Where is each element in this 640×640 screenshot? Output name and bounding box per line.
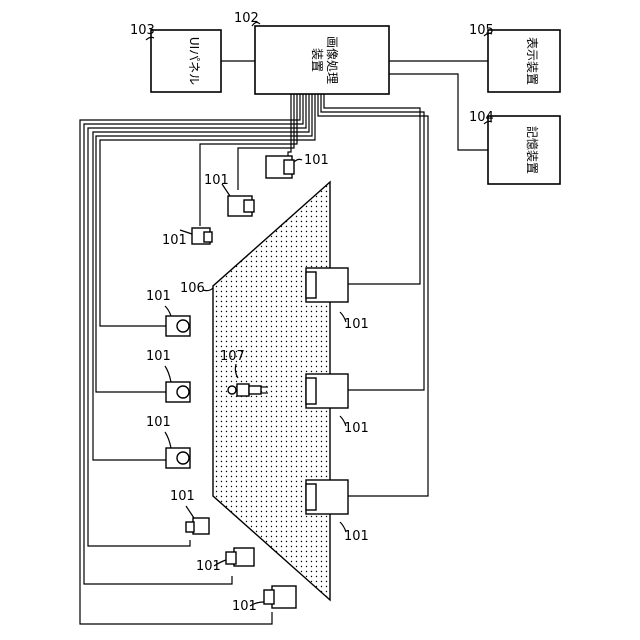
camera-ref: 101 [170, 489, 195, 504]
camera-ref: 101 [344, 317, 369, 332]
camera-icon: 101 [146, 349, 190, 402]
ui-panel-ref: 103 [130, 23, 155, 38]
ui-panel-label: UIパネル [187, 37, 201, 85]
storage-ref: 104 [469, 110, 494, 125]
camera-icon: 101 [266, 153, 329, 178]
image-processing-ref: 102 [234, 11, 259, 26]
camera-icon: 101 [146, 289, 190, 336]
image-processing-label-2: 装置 [310, 48, 324, 72]
camera-ref: 101 [204, 173, 229, 188]
camera-ref: 101 [146, 289, 171, 304]
camera-ref: 101 [304, 153, 329, 168]
image-processing-label-1: 画像処理 [325, 36, 339, 84]
camera-ref: 101 [196, 559, 221, 574]
camera-icon: 101 [170, 489, 209, 534]
camera-ref: 101 [344, 529, 369, 544]
field-ref: 106 [180, 281, 205, 296]
camera-icon: 101 [196, 548, 254, 574]
image-processing-block: 画像処理 装置 102 [234, 11, 389, 94]
ui-panel-block: UIパネル 103 [130, 23, 221, 92]
display-block: 表示装置 105 [469, 23, 560, 92]
display-label: 表示装置 [525, 37, 539, 85]
camera-ref: 101 [162, 233, 187, 248]
storage-block: 記憶装置 104 [469, 110, 560, 184]
camera-icon: 101 [204, 173, 254, 216]
camera-ref: 101 [146, 415, 171, 430]
camera-ref: 101 [344, 421, 369, 436]
camera-ref: 101 [232, 599, 257, 614]
camera-icon: 101 [162, 228, 212, 248]
camera-icon: 101 [232, 586, 296, 614]
display-ref: 105 [469, 23, 494, 38]
storage-label: 記憶装置 [525, 126, 540, 174]
person-ref: 107 [220, 349, 245, 364]
camera-ref: 101 [146, 349, 171, 364]
